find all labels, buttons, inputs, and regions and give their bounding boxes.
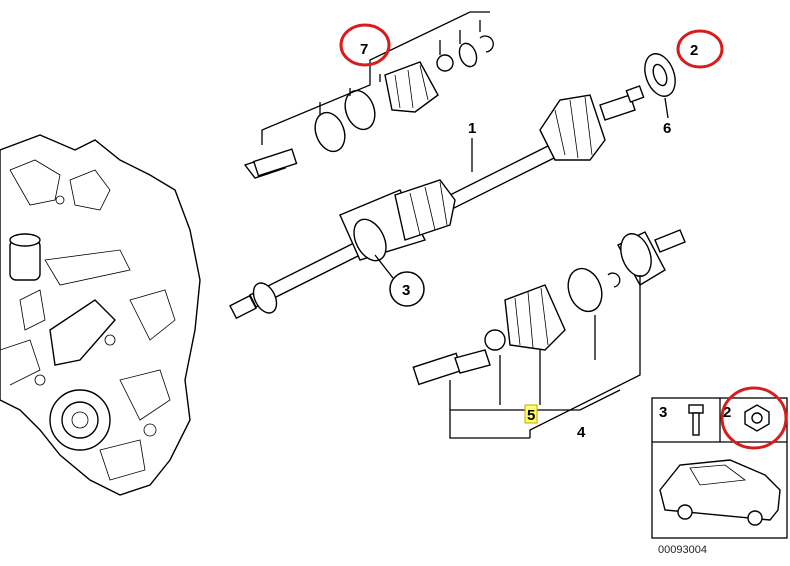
drive-shaft-assembly	[229, 85, 645, 320]
callout-2-top: 2	[690, 42, 698, 59]
callout-6: 6	[663, 120, 671, 137]
highlight-circle-2-top	[676, 29, 724, 69]
callout-4: 4	[577, 424, 586, 441]
callout-7: 7	[360, 41, 368, 58]
fastener-inset	[651, 397, 788, 539]
callout-5: 5	[527, 407, 535, 424]
callout-3: 3	[402, 282, 410, 299]
catalog-code: 00093004	[658, 544, 707, 556]
highlight-marker	[524, 404, 538, 424]
callout-3-circle	[389, 271, 425, 307]
highlight-circle-7	[339, 23, 391, 67]
seal-ring-6	[644, 53, 676, 119]
callout-1: 1	[468, 120, 476, 137]
repair-kit-7	[243, 11, 494, 179]
repair-kit-lower	[412, 229, 686, 439]
transmission-housing	[0, 134, 201, 496]
inset-callout-3: 3	[659, 404, 667, 421]
inset-callout-2: 2	[723, 404, 731, 421]
highlight-circle-2-inset	[720, 386, 788, 450]
